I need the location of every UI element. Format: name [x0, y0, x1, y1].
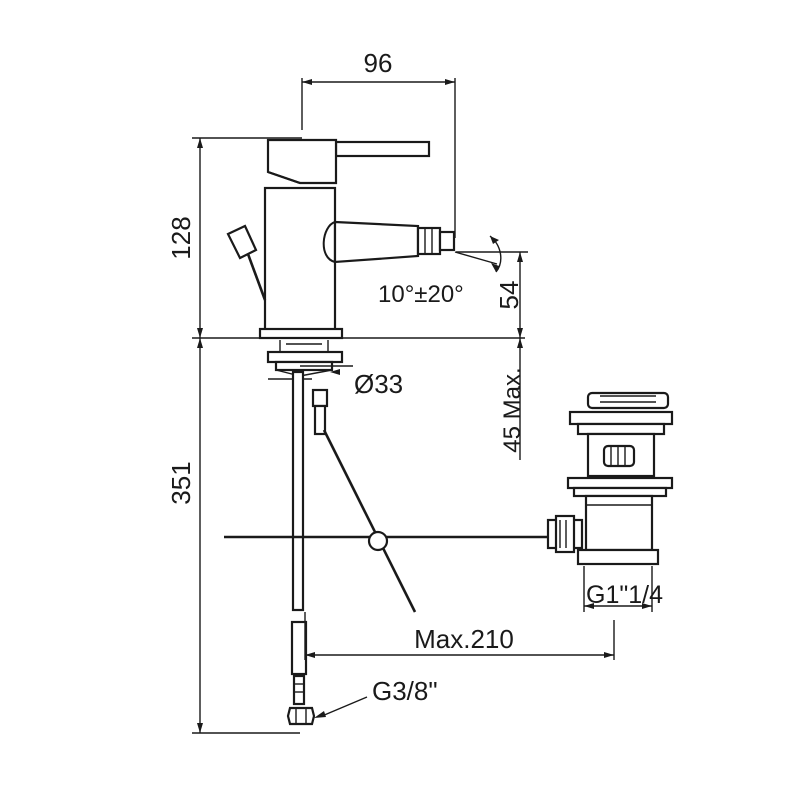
dim-label-diameter: Ø33: [354, 369, 403, 399]
dim-waste-thread: G1"1/4: [583, 566, 663, 612]
dim-label-128: 128: [166, 216, 196, 259]
dim-label-351: 351: [166, 461, 196, 504]
dim-deck-thickness: 45 Max.: [499, 338, 526, 460]
dim-label-54: 54: [494, 281, 524, 310]
pop-up-knob: [226, 224, 267, 301]
dim-spout-height: 54 10°±20°: [378, 235, 528, 338]
supply-hose: G3/8": [286, 370, 438, 726]
dim-label-tilt: 10°±20°: [378, 281, 464, 308]
dim-label-max-210: Max.210: [414, 624, 514, 654]
dim-label-waste-thread: G1"1/4: [586, 581, 663, 609]
pop-up-waste: [546, 391, 674, 566]
dim-overall-height: 351: [166, 337, 525, 734]
dim-rod-length: Max.210: [304, 612, 615, 660]
linkage-rods: [224, 429, 556, 613]
dim-label-hose-thread: G3/8": [372, 676, 438, 706]
dim-label-96: 96: [364, 48, 393, 78]
fixing-assembly: Ø33: [266, 340, 403, 436]
dim-body-height: 128: [166, 137, 302, 338]
dim-spout-reach: 96: [301, 48, 456, 238]
dim-label-45-max: 45 Max.: [499, 367, 526, 452]
faucet-body: [258, 138, 456, 340]
